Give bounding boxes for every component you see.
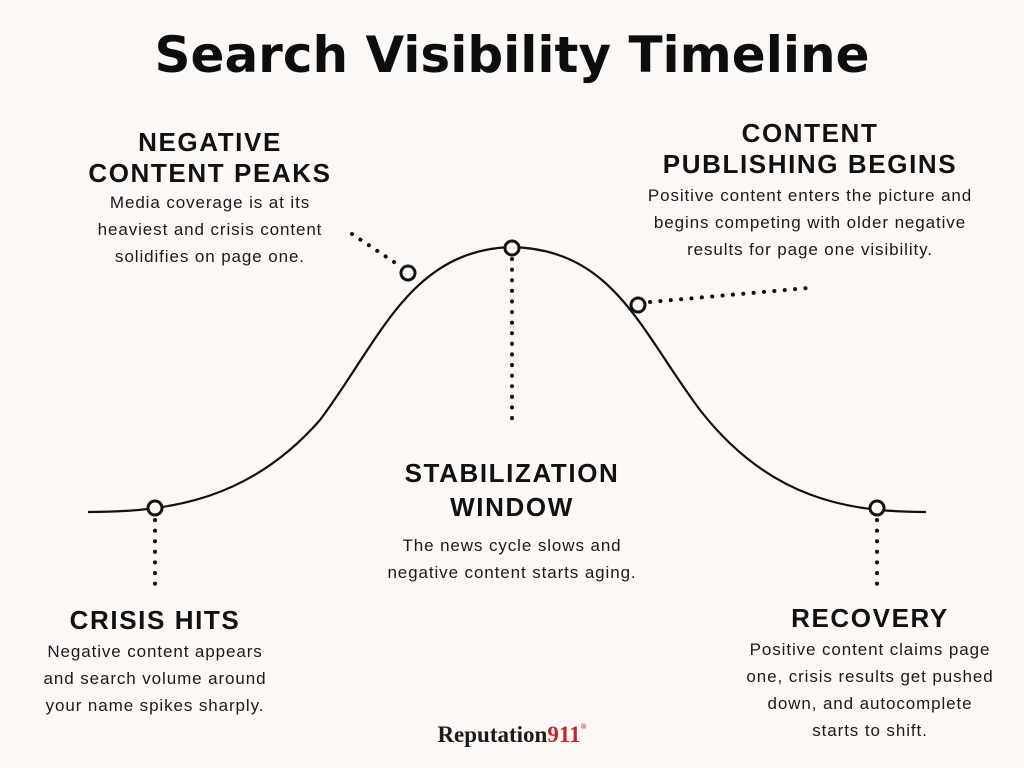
stage-content-publishing-begins: CONTENT PUBLISHING BEGINS Positive conte… (610, 118, 1010, 263)
stage-recovery: RECOVERY Positive content claims page on… (720, 603, 1020, 744)
stage-negative-content-peaks: NEGATIVE CONTENT PEAKS Media coverage is… (60, 127, 360, 270)
connector-content-publishing (648, 286, 810, 304)
stage-description: Media coverage is at its heaviest and cr… (97, 193, 323, 266)
marker-negative-peaks (399, 264, 417, 282)
logo-name: Reputation (437, 722, 548, 747)
logo-number: 911 (547, 722, 581, 747)
stage-crisis-hits: CRISIS HITS Negative content appears and… (10, 605, 300, 719)
stage-heading: RECOVERY (791, 603, 949, 633)
marker-crisis-hits (146, 499, 164, 517)
marker-content-publishing (629, 296, 647, 314)
stage-heading: CRISIS HITS (69, 605, 241, 635)
stage-description: Positive content enters the picture and … (647, 186, 973, 259)
stage-heading: STABILIZATION WINDOW (404, 458, 620, 522)
stage-description: Negative content appears and search volu… (43, 642, 267, 715)
marker-recovery (868, 499, 886, 517)
stage-heading: NEGATIVE CONTENT PEAKS (88, 127, 332, 188)
stage-heading: CONTENT PUBLISHING BEGINS (662, 118, 958, 179)
stage-stabilization-window: STABILIZATION WINDOW The news cycle slow… (352, 456, 672, 586)
registered-mark-icon: ® (580, 722, 587, 731)
page-title: Search Visibility Timeline (154, 26, 870, 84)
stage-description: Positive content claims page one, crisis… (746, 640, 994, 740)
marker-stabilization (503, 239, 521, 257)
stage-description: The news cycle slows and negative conten… (387, 536, 637, 582)
connector-negative-peaks (350, 232, 402, 268)
brand-logo: Reputation911® (0, 722, 1024, 748)
